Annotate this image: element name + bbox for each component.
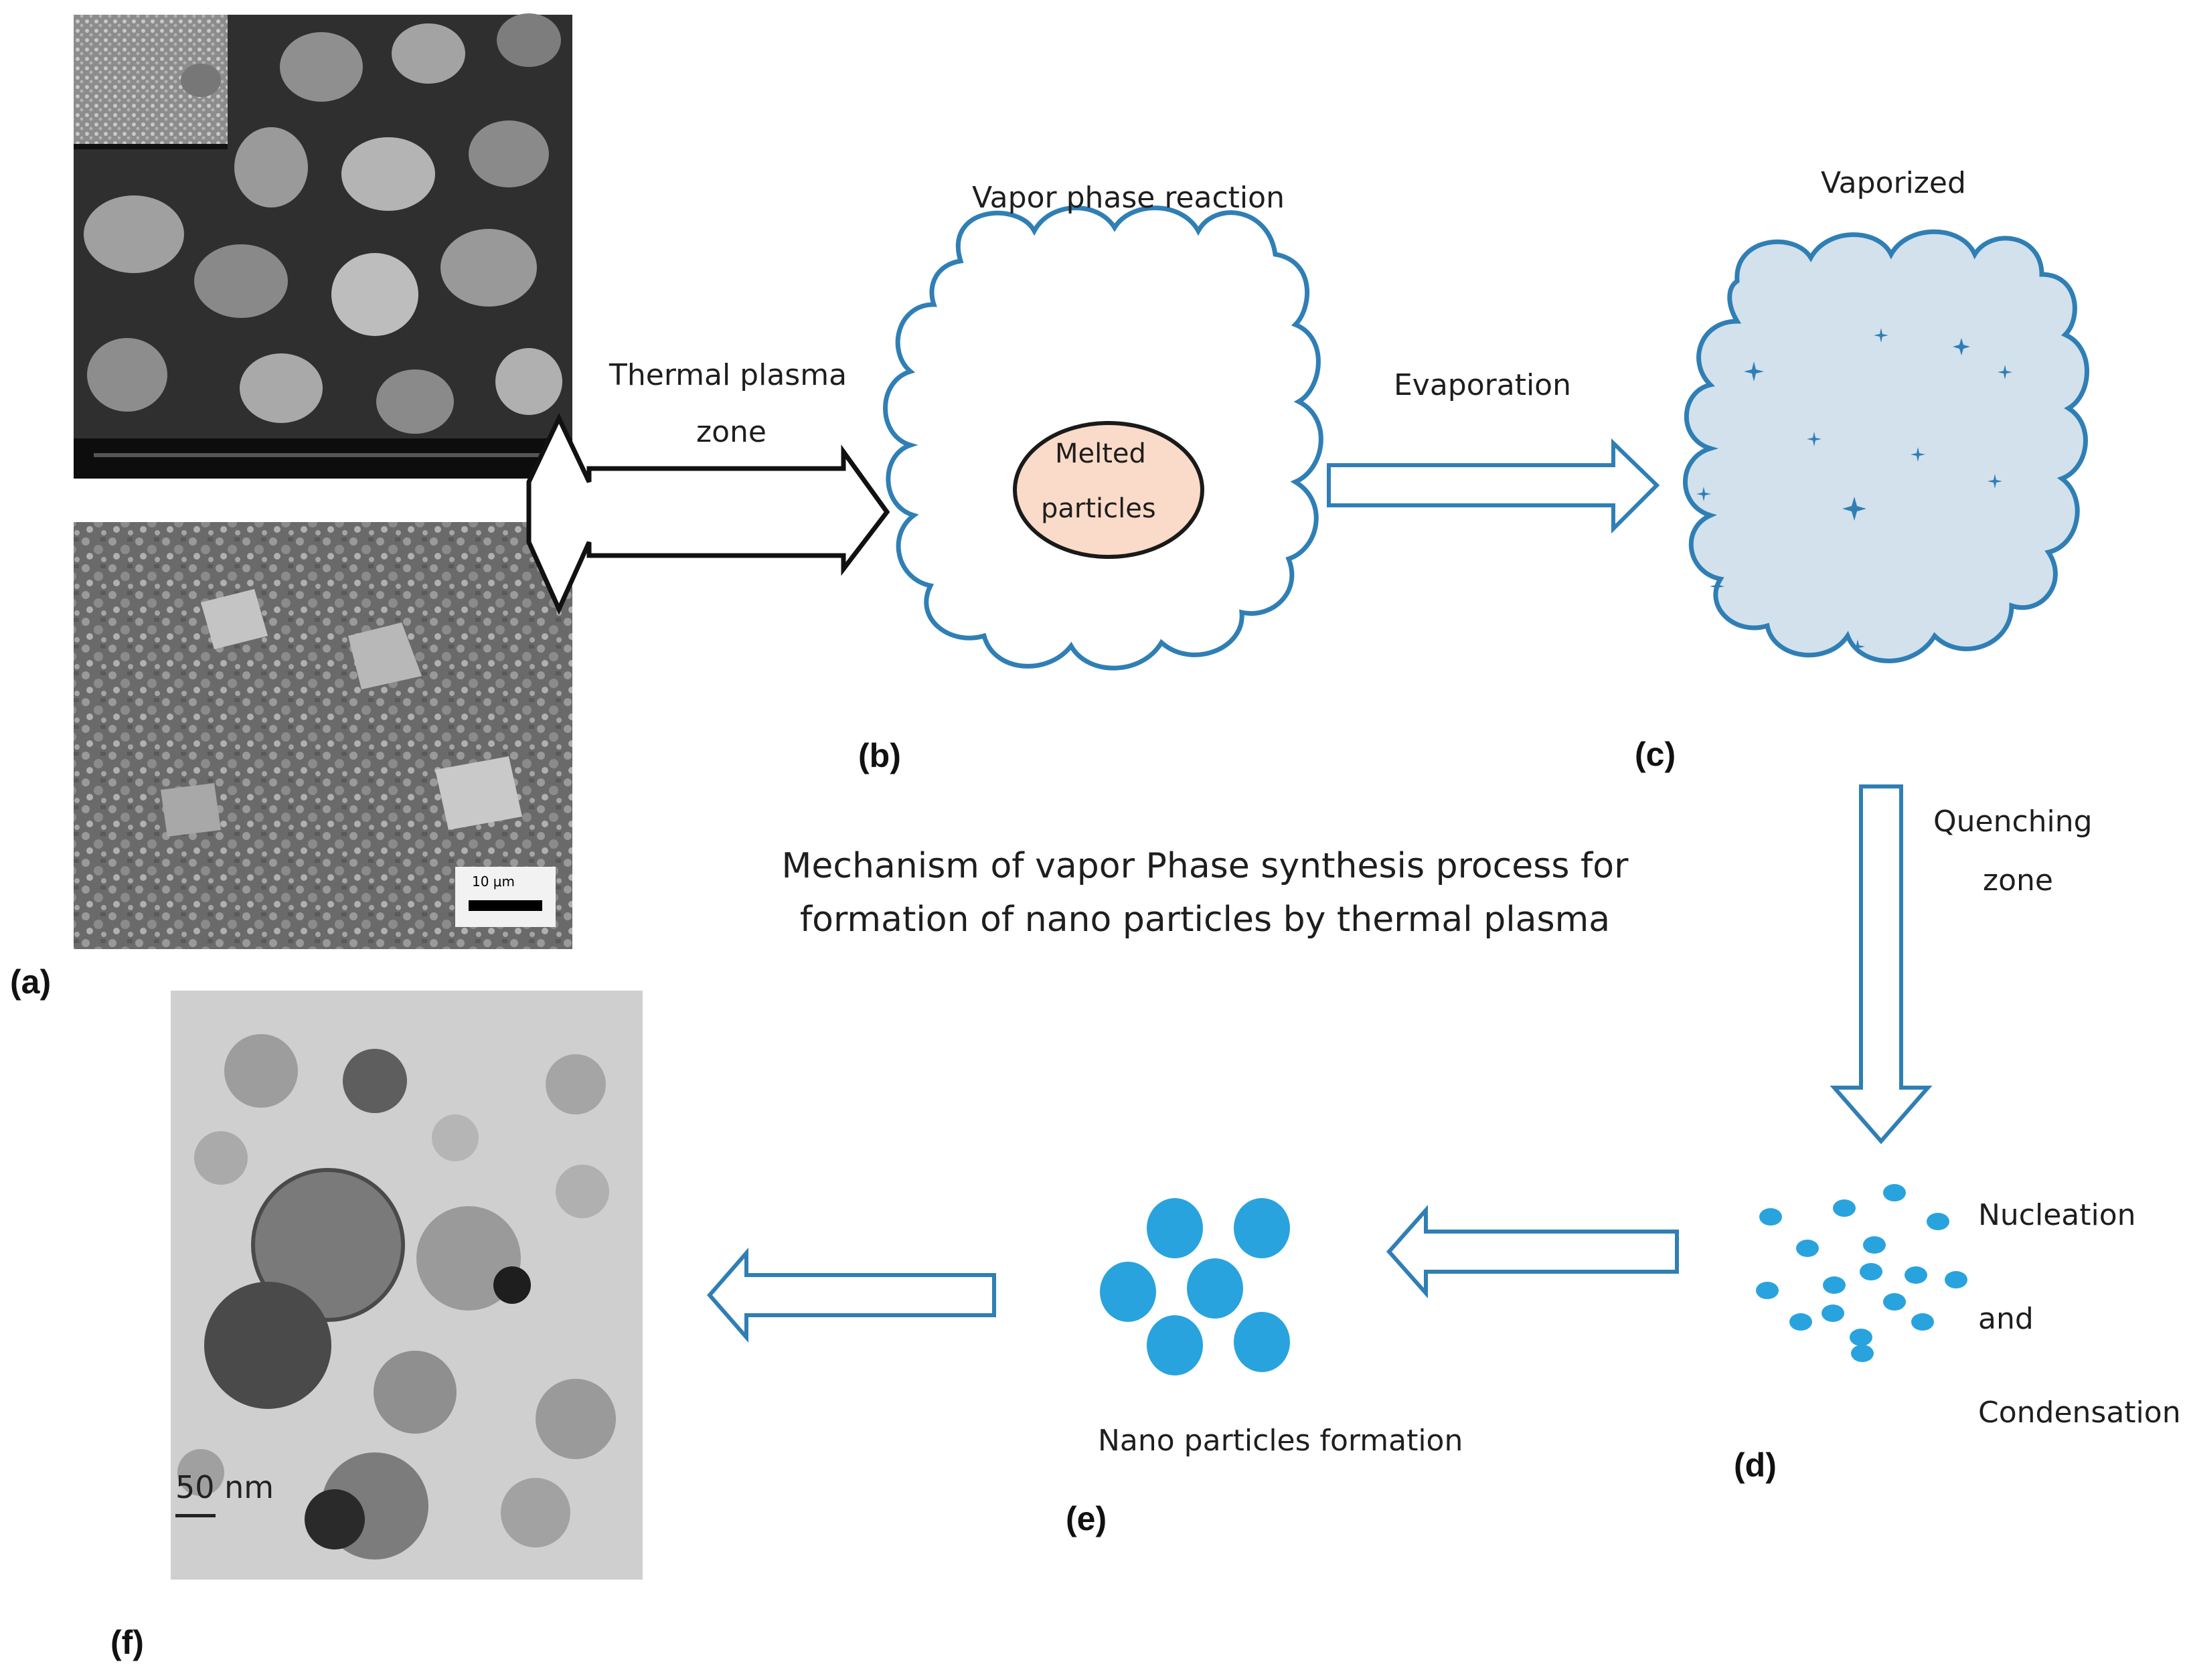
nucleation-droplets	[1756, 1184, 1967, 1362]
panel-label-a: (a)	[10, 963, 52, 1001]
sem-scale-bar-label: 10 μm	[472, 873, 515, 890]
panel-label-f: (f)	[110, 1624, 144, 1661]
vapor-phase-reaction-label: Vapor phase reaction	[972, 181, 1285, 215]
evaporation-label: Evaporation	[1394, 368, 1571, 402]
melted-label-line2: particles	[1041, 493, 1156, 524]
evaporation-arrow	[1327, 438, 1660, 534]
condensation-to-formation-arrow	[1386, 1205, 1679, 1298]
quenching-label-line1: Quenching	[1933, 805, 2093, 839]
quenching-label-line2: zone	[1983, 863, 2053, 898]
vaporized-label: Vaporized	[1821, 166, 1966, 200]
sem-top-micrograph	[74, 13, 572, 479]
quenching-arrow	[1830, 784, 1933, 1145]
caption-line2: formation of nano particles by thermal p…	[799, 900, 1611, 940]
thermal-plasma-arrow	[526, 412, 890, 615]
panel-label-d: (d)	[1734, 1446, 1777, 1484]
melted-label-line1: Melted	[1055, 438, 1146, 469]
tem-micrograph	[171, 991, 643, 1580]
melted-particles-ellipse	[1013, 421, 1204, 559]
formation-to-tem-arrow	[707, 1248, 996, 1343]
caption-line1: Mechanism of vapor Phase synthesis proce…	[781, 846, 1629, 886]
panel-label-b: (b)	[858, 737, 901, 774]
sem-bottom-micrograph	[74, 522, 572, 949]
nano-particles-formation-label: Nano particles formation	[1098, 1424, 1463, 1458]
and-label: and	[1978, 1302, 2034, 1336]
vaporized-cloud	[1683, 229, 2089, 663]
panel-label-c: (c)	[1635, 736, 1676, 773]
nano-particles-cluster	[1100, 1198, 1290, 1375]
thermal-plasma-label-line2: zone	[696, 415, 766, 449]
condensation-label: Condensation	[1978, 1396, 2181, 1430]
vapor-sparkles	[1696, 328, 2012, 654]
tem-scale-bar-label: 50 nm	[175, 1469, 274, 1505]
thermal-plasma-label-line1: Thermal plasma	[609, 358, 847, 392]
panel-label-e: (e)	[1066, 1500, 1107, 1537]
nucleation-label: Nucleation	[1978, 1198, 2136, 1232]
